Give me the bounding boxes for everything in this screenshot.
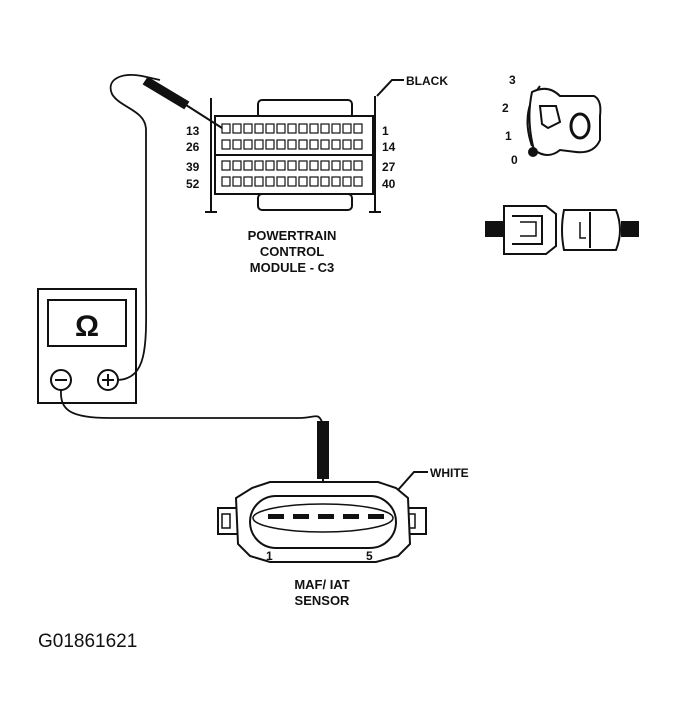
ignition-key-icon <box>526 85 602 157</box>
positive-terminal-icon <box>97 369 119 391</box>
pcm-pin-14: 14 <box>382 140 396 154</box>
pcm-color-label: BLACK <box>406 74 448 88</box>
ignition-position-1: 1 <box>505 129 512 143</box>
pcm-pin-39: 39 <box>186 160 200 174</box>
figure-id: G01861621 <box>38 631 137 652</box>
ohm-symbol: Ω <box>75 310 99 343</box>
ignition-position-0: 0 <box>511 153 518 167</box>
ignition-position-3: 3 <box>509 73 516 87</box>
maf-pin-5: 5 <box>366 549 373 563</box>
negative-test-lead <box>60 389 323 423</box>
pcm-pin-26: 26 <box>186 140 200 154</box>
maf-color-label: WHITE <box>430 466 469 480</box>
pcm-pin-1: 1 <box>382 124 389 138</box>
pcm-title-line-2: CONTROL <box>260 244 324 259</box>
ignition-position-2: 2 <box>502 101 509 115</box>
pcm-pin-40: 40 <box>382 177 396 191</box>
disconnected-connector-icon <box>485 205 639 255</box>
pcm-title-line-1: POWERTRAIN <box>248 228 337 243</box>
negative-terminal-icon <box>50 369 72 391</box>
pcm-pin-52: 52 <box>186 177 200 191</box>
pcm-pin-27: 27 <box>382 160 396 174</box>
positive-test-lead <box>109 74 161 381</box>
pcm-title-line-3: MODULE - C3 <box>250 260 335 275</box>
positive-probe-icon <box>142 76 223 129</box>
pcm-connector <box>205 79 404 213</box>
maf-pin-1: 1 <box>266 549 273 563</box>
maf-color-leader <box>397 471 428 491</box>
maf-title-line-1: MAF/ IAT <box>294 577 349 592</box>
pcm-pin-13: 13 <box>186 124 200 138</box>
maf-iat-connector <box>217 481 427 563</box>
maf-title-line-2: SENSOR <box>295 593 351 608</box>
